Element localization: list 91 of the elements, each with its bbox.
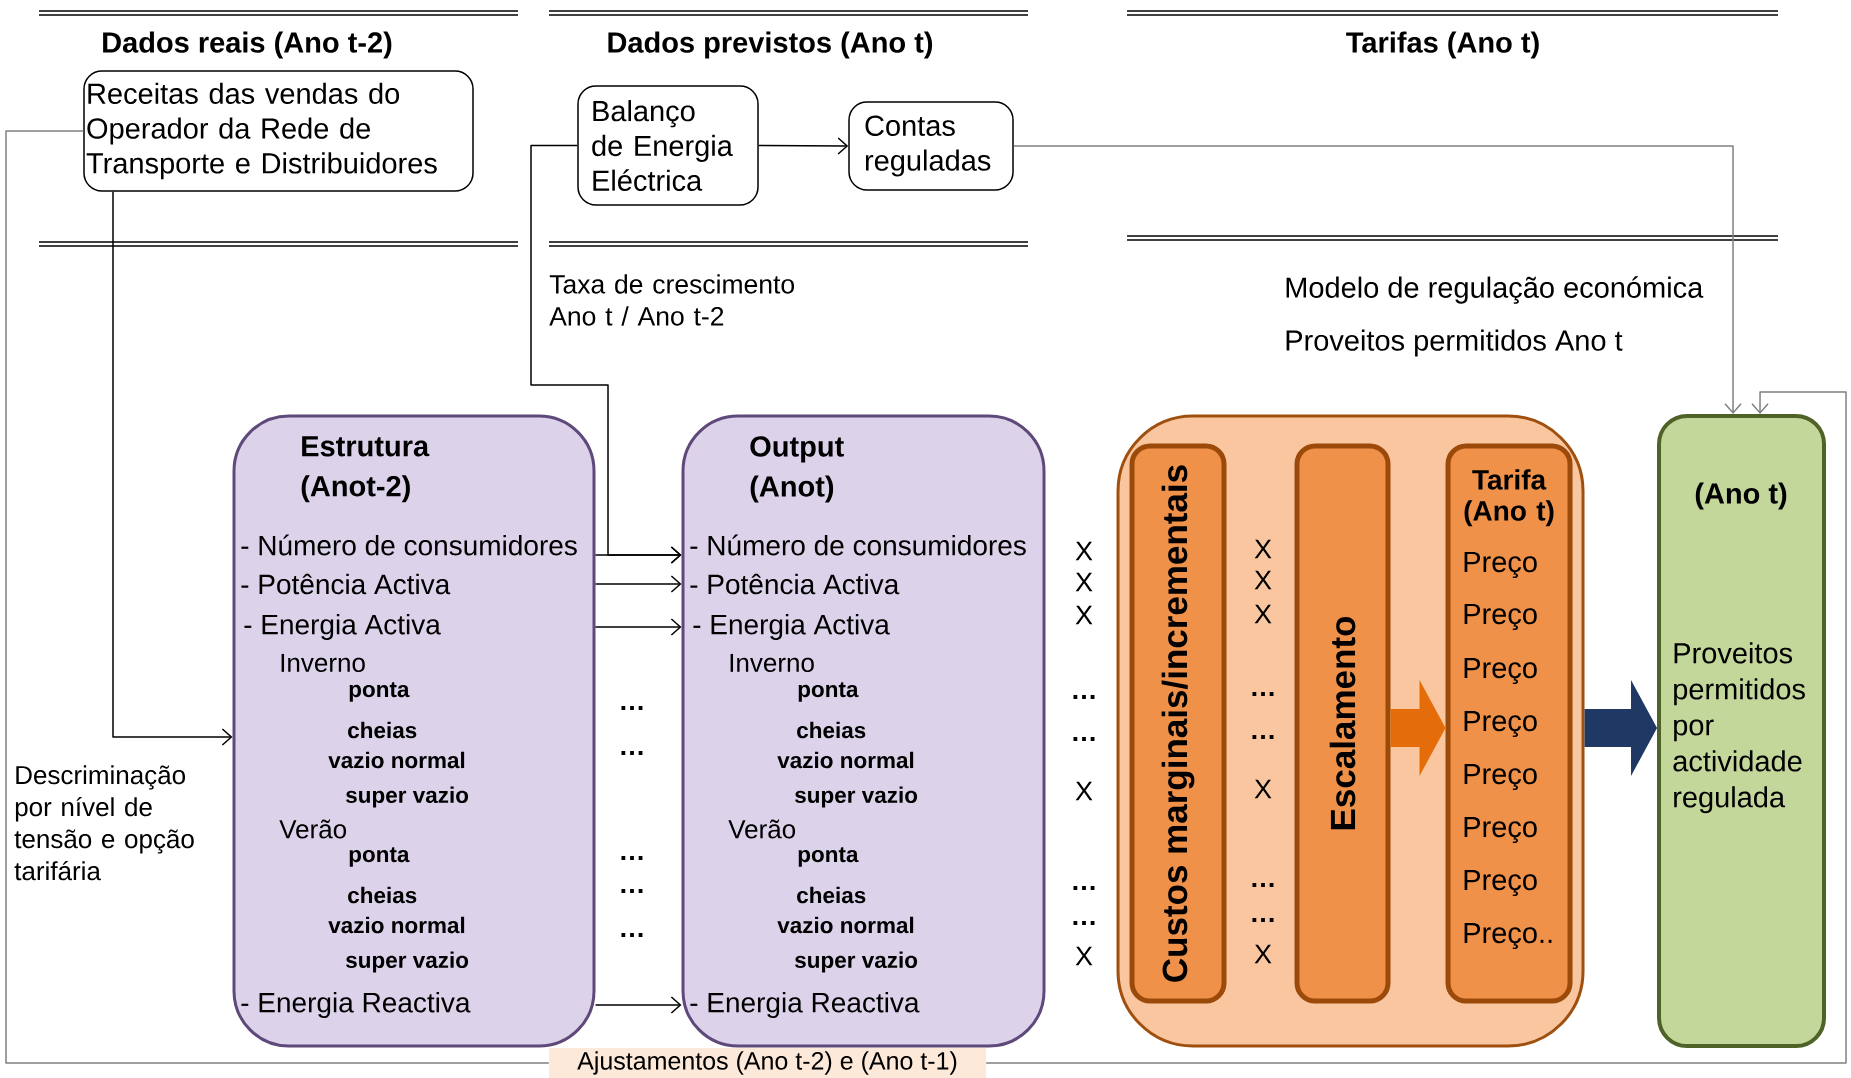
list-item: Verão xyxy=(279,819,347,839)
panel-heading: Estrutura (Anot-2) xyxy=(301,436,430,503)
ellipsis: … xyxy=(1252,692,1274,696)
list-item: cheias xyxy=(797,886,866,904)
list-item: Inverno xyxy=(281,653,365,673)
ellipsis: … xyxy=(621,856,643,860)
arrow xyxy=(594,546,682,564)
list-item: ponta xyxy=(349,682,410,702)
block-arrow xyxy=(1390,680,1446,776)
multiply-sign: X xyxy=(1075,541,1093,561)
price-label: Preço xyxy=(1464,763,1537,791)
block-arrow xyxy=(1584,680,1658,776)
list-item: cheias xyxy=(348,721,417,739)
column-box: Escalamento xyxy=(1294,443,1391,1004)
text-banner: Ajustamentos (Ano t-2) e (Ano t-1) xyxy=(549,1048,986,1078)
panel-heading: Output (Anot) xyxy=(750,436,844,503)
ellipsis: … xyxy=(1252,883,1274,887)
multiply-sign: X xyxy=(1254,944,1272,964)
list-item: - Número de consumidores xyxy=(690,534,1026,556)
list-item: vazio normal xyxy=(777,916,914,934)
list-item: - Energia Reactiva xyxy=(241,991,471,1019)
ellipsis: … xyxy=(1073,886,1095,890)
rounded-panel xyxy=(1657,414,1827,1048)
multiply-sign: X xyxy=(1254,539,1272,559)
ellipsis: … xyxy=(1073,921,1095,925)
list-item: cheias xyxy=(797,721,866,739)
multiply-sign: X xyxy=(1254,604,1272,624)
multiply-sign: X xyxy=(1075,605,1093,625)
list-item: - Energia Reactiva xyxy=(690,991,920,1019)
annotation-text: Proveitos permitidos Ano t xyxy=(1286,329,1623,357)
list-item: ponta xyxy=(798,847,859,867)
list-item: - Potência Activa xyxy=(241,573,451,595)
column-heading: Tarifa (Ano t) xyxy=(1464,469,1554,527)
price-label: Preço.. xyxy=(1464,922,1552,950)
annotation-text: Taxa de crescimento Ano t / Ano t-2 xyxy=(549,274,794,326)
section-heading: Tarifas (Ano t) xyxy=(1346,31,1539,59)
body-text: Proveitos permitidos por actividade regulada xyxy=(1673,642,1805,814)
ellipsis: … xyxy=(1073,737,1095,741)
ellipsis: … xyxy=(621,751,643,755)
list-item: super vazio xyxy=(795,951,918,973)
list-item: Inverno xyxy=(730,653,814,673)
list-item: Verão xyxy=(728,819,796,839)
rounded-panel xyxy=(232,414,596,1048)
arrow xyxy=(594,575,682,593)
price-label: Preço xyxy=(1464,551,1537,579)
ellipsis: … xyxy=(1252,735,1274,739)
arrow xyxy=(594,996,682,1014)
list-item: vazio normal xyxy=(777,751,914,769)
multiply-sign: X xyxy=(1075,572,1093,592)
multiply-sign: X xyxy=(1254,779,1272,799)
ellipsis: … xyxy=(621,706,643,710)
price-label: Preço xyxy=(1464,603,1537,631)
annotation-text: Descriminação por nível de tensão e opção tarifária xyxy=(14,765,194,881)
list-item: super vazio xyxy=(795,786,918,808)
list-item: vazio normal xyxy=(328,751,465,769)
list-item: - Energia Activa xyxy=(244,613,441,641)
list-item: - Energia Activa xyxy=(693,613,890,641)
rounded-box: Balanço de Energia Eléctrica xyxy=(577,85,759,206)
arrow xyxy=(1013,145,1742,414)
ellipsis: … xyxy=(621,889,643,893)
list-item: super vazio xyxy=(346,786,469,808)
list-item: super vazio xyxy=(346,951,469,973)
ellipsis: … xyxy=(621,933,643,937)
arrow xyxy=(112,191,233,746)
arrow xyxy=(758,137,849,155)
ellipsis: … xyxy=(1073,695,1095,699)
price-label: Preço xyxy=(1464,869,1537,897)
annotation-text: Modelo de regulação económica xyxy=(1286,276,1704,304)
column-box xyxy=(1445,443,1573,1004)
ellipsis: … xyxy=(1252,918,1274,922)
price-label: Preço xyxy=(1464,710,1537,738)
list-item: - Potência Activa xyxy=(690,573,900,595)
connector-line xyxy=(5,130,550,1064)
list-item: vazio normal xyxy=(328,916,465,934)
arrow xyxy=(594,618,682,636)
list-item: cheias xyxy=(348,886,417,904)
multiply-sign: X xyxy=(1075,781,1093,801)
price-label: Preço xyxy=(1464,816,1537,844)
section-heading: Dados previstos (Ano t) xyxy=(608,31,933,59)
arrow xyxy=(985,391,1847,1064)
rounded-box: Contas reguladas xyxy=(848,101,1014,191)
price-label: Preço xyxy=(1464,657,1537,685)
list-item: ponta xyxy=(349,847,410,867)
rounded-box: Receitas das vendas do Operador da Rede de Transporte e Distribuidores xyxy=(83,70,474,192)
list-item: - Número de consumidores xyxy=(241,534,577,556)
multiply-sign: X xyxy=(1075,946,1093,966)
panel-heading: (Ano t) xyxy=(1695,482,1787,510)
column-box: Custos marginais/incrementais xyxy=(1129,443,1227,1004)
rounded-panel xyxy=(681,414,1046,1048)
multiply-sign: X xyxy=(1254,570,1272,590)
list-item: ponta xyxy=(798,682,859,702)
